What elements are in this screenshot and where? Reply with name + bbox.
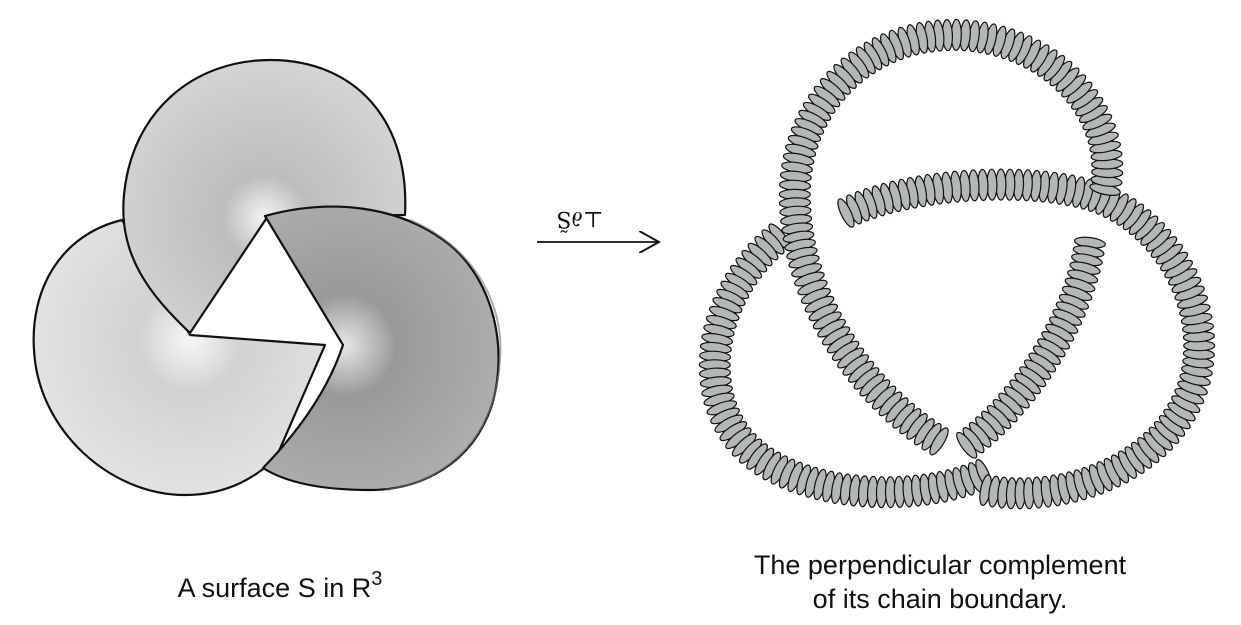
left-caption-text: A surface S in R bbox=[177, 573, 372, 603]
tube-strand-c bbox=[778, 18, 1124, 456]
trefoil-tube bbox=[698, 18, 1216, 510]
tube-strand-b bbox=[837, 168, 1216, 510]
seifert-surface bbox=[32, 58, 502, 497]
tube-ring bbox=[929, 427, 949, 456]
right-caption-line-2: of its chain boundary. bbox=[812, 584, 1068, 614]
left-caption: A surface S in R3 bbox=[120, 562, 440, 605]
surface-edge-shadow bbox=[384, 219, 502, 491]
right-caption: The perpendicular complement of its chai… bbox=[690, 548, 1190, 616]
tube-ring bbox=[837, 198, 855, 228]
tube-ring bbox=[956, 431, 978, 459]
arrow-label: ⊥∂S̃ bbox=[556, 206, 603, 232]
surface-lobe-top bbox=[122, 58, 407, 335]
tube-strand-a bbox=[698, 223, 992, 509]
left-caption-superscript: 3 bbox=[371, 568, 383, 590]
right-caption-line-1: The perpendicular complement bbox=[753, 550, 1127, 580]
tube-strand-d bbox=[956, 236, 1106, 459]
surface-lobe-left bbox=[32, 218, 327, 497]
